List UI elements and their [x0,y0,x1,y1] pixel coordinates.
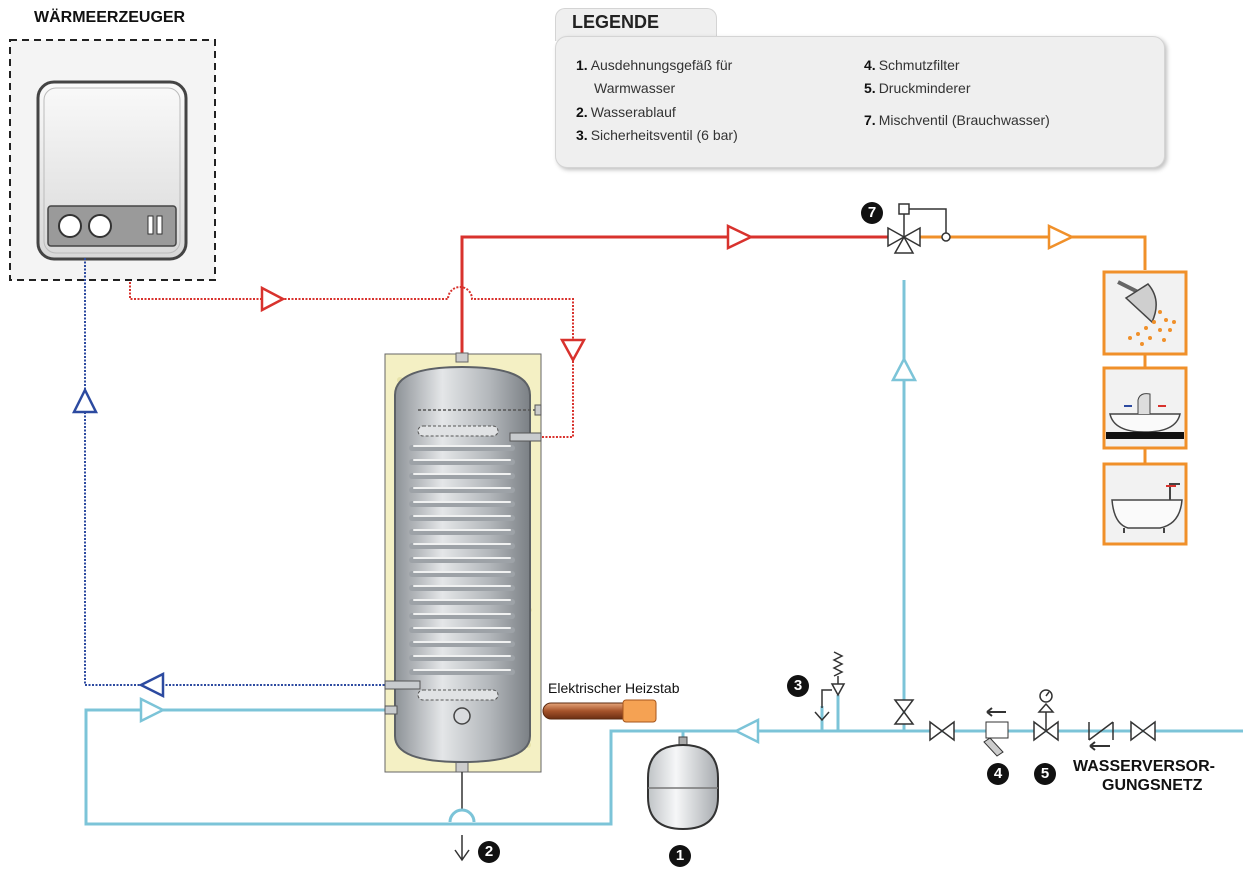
legend-item-number: 4. [864,57,876,73]
legend-item-2: 2.Wasserablauf [576,104,676,120]
badge-1: 1 [669,845,691,867]
mixing-valve [887,203,951,254]
badge-2: 2 [478,841,500,863]
badge-4: 4 [987,763,1009,785]
legend-item-text: Wasserablauf [590,104,676,120]
badge-5: 5 [1034,763,1056,785]
dirt-filter [983,707,1009,757]
heat-generator [9,39,216,281]
heat-generator-label: WÄRMEERZEUGER [34,9,186,26]
legend-item-3: 3.Sicherheitsventil (6 bar) [576,127,738,143]
check-valve [1088,721,1114,751]
boiler-icon [36,80,188,261]
legend-item-7: 7.Mischventil (Brauchwasser) [864,112,1050,128]
legend-tab [555,8,717,41]
shower-icon [1102,270,1188,356]
legend-item-text: Sicherheitsventil (6 bar) [590,127,738,143]
legend-item-text: Druckminderer [878,80,971,96]
cold-water-lines [84,280,1243,826]
legend-item-number: 1. [576,57,588,73]
legend-item-5: 5.Druckminderer [864,80,971,96]
legend-title: LEGENDE [572,12,660,32]
legend-item-text: Ausdehnungsgefäß für [590,57,733,73]
legend-item-number: 3. [576,127,588,143]
heating-rod-icon [542,699,657,723]
mixed-water-line [920,235,1147,270]
expansion-vessel-icon [647,736,719,831]
legend-item-text: Schmutzfilter [878,57,960,73]
badge-7: 7 [861,202,883,224]
supply-network-label-line1: WASSERVERSOR- [1073,758,1215,775]
drain [448,772,476,862]
legend-item-1: 1.Ausdehnungsgefäß für [576,57,732,73]
legend-item-number: 2. [576,104,588,120]
bathtub-icon [1102,462,1188,546]
heating-return-line [84,258,385,686]
shutoff-valve [893,699,1156,742]
legend-item-1-line2: Warmwasser [594,80,676,96]
storage-tank [384,352,542,773]
legend-item-number: 7. [864,112,876,128]
legend-item-4: 4.Schmutzfilter [864,57,960,73]
legend-item-number: 5. [864,80,876,96]
flow-arrows [71,224,1075,745]
supply-network-label-line2: GUNGSNETZ [1102,777,1203,794]
legend-item-text: Mischventil (Brauchwasser) [878,112,1050,128]
badge-3: 3 [787,675,809,697]
pressure-reducer [1033,689,1059,742]
washbasin-icon [1102,366,1188,450]
heating-rod-label: Elektrischer Heizstab [548,680,680,696]
legend-box [555,36,1165,168]
safety-valve [814,651,846,722]
hot-water-line [460,235,888,360]
